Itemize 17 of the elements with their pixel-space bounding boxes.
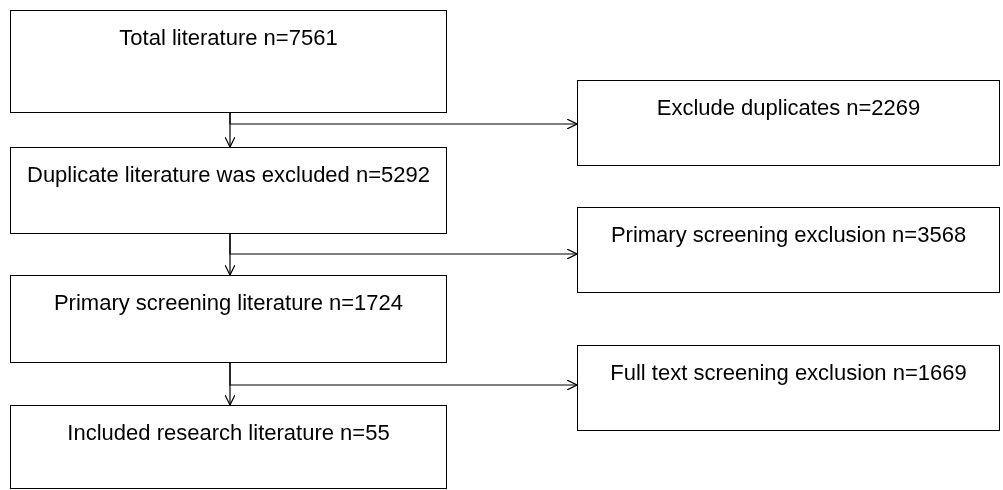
box-label: Duplicate literature was excluded n=5292 (27, 161, 430, 189)
process-box (10, 10, 447, 113)
box-label: Exclude duplicates n=2269 (656, 94, 921, 122)
process-box (10, 275, 447, 363)
box-label: Primary screening exclusion n=3568 (610, 221, 967, 249)
arrow (229, 362, 578, 391)
box-label: Primary screening literature n=1724 (53, 289, 404, 317)
box-label: Total literature n=7561 (118, 24, 339, 52)
box-label: Full text screening exclusion n=1669 (610, 359, 967, 387)
process-box (577, 345, 1000, 431)
arrow (229, 112, 578, 130)
process-box (577, 207, 1000, 293)
box-label: Included research literature n=55 (67, 419, 390, 447)
arrow (229, 233, 578, 260)
process-box (577, 80, 1000, 166)
process-box (10, 405, 447, 489)
process-box (10, 147, 447, 234)
